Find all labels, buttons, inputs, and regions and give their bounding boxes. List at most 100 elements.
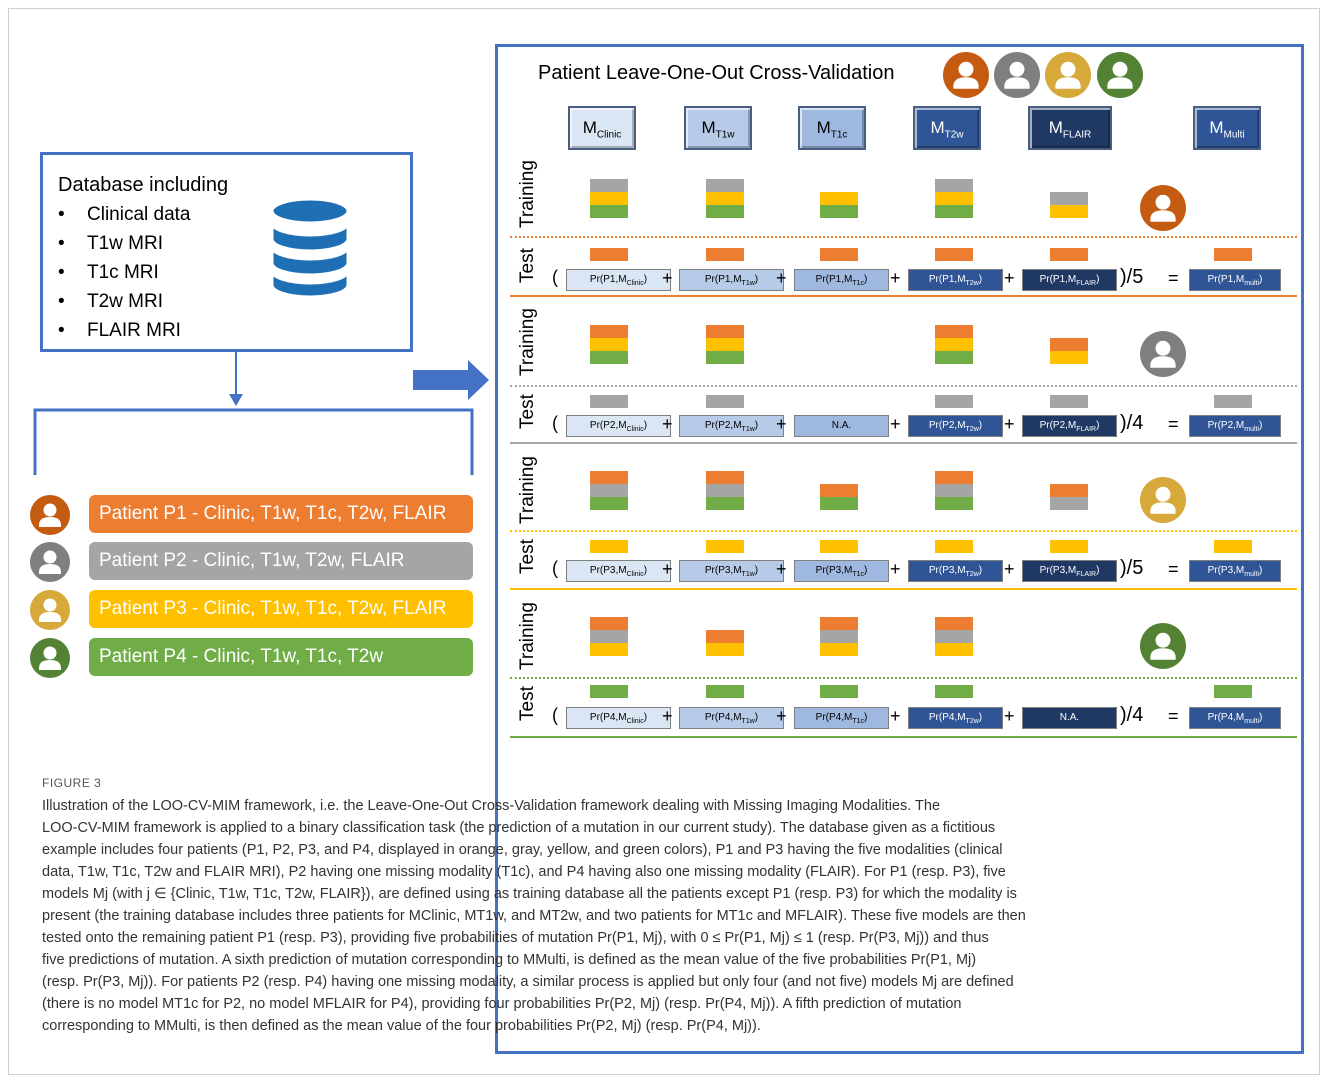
training-sample-bar — [706, 484, 744, 497]
model-box-clinic: MClinic — [568, 106, 636, 150]
training-sample-bar — [706, 325, 744, 338]
equals-sign: = — [1168, 268, 1179, 288]
training-sample-bar — [935, 325, 973, 338]
probability-box: Pr(P1,MT2w) — [908, 269, 1003, 291]
divisor: )/5 — [1120, 557, 1144, 579]
multi-result-box: Pr(P1,Mmulti) — [1189, 269, 1281, 291]
divisor: )/4 — [1120, 412, 1144, 434]
probability-box: Pr(P2,MClinic) — [566, 415, 671, 437]
training-label: Training — [517, 602, 538, 670]
training-sample-bar — [935, 643, 973, 656]
caption-line: tested onto the remaining patient P1 (re… — [42, 930, 989, 946]
training-sample-bar — [1050, 338, 1088, 351]
training-sample-bar — [935, 630, 973, 643]
header-patient-avatar — [1097, 52, 1143, 103]
caption-line: LOO-CV-MIM framework is applied to a bin… — [42, 820, 996, 836]
training-sample-bar — [590, 205, 628, 218]
model-box-t1w: MT1w — [684, 106, 752, 150]
training-sample-bar — [820, 630, 858, 643]
training-sample-bar — [590, 179, 628, 192]
test-sample-bar — [820, 248, 858, 261]
caption-line: models Mj (with j ∈ {Clinic, T1w, T1c, T… — [42, 886, 1017, 902]
probability-box: Pr(P1,MFLAIR) — [1022, 269, 1117, 291]
divisor: )/5 — [1120, 266, 1144, 288]
test-sample-bar — [706, 395, 744, 408]
row-separator — [510, 736, 1297, 738]
database-item: •T1c MRI — [58, 262, 159, 283]
plus-sign: + — [662, 706, 673, 726]
training-sample-bar — [590, 643, 628, 656]
probability-box: Pr(P3,MFLAIR) — [1022, 560, 1117, 582]
test-sample-bar — [1214, 685, 1252, 698]
equals-sign: = — [1168, 414, 1179, 434]
test-sample-bar — [590, 540, 628, 553]
row-separator — [510, 588, 1297, 590]
open-paren: ( — [552, 413, 558, 433]
multi-result-box: Pr(P3,Mmulti) — [1189, 560, 1281, 582]
probability-box: Pr(P3,MClinic) — [566, 560, 671, 582]
training-label: Training — [517, 160, 538, 228]
plus-sign: + — [1004, 268, 1015, 288]
database-item: •T2w MRI — [58, 291, 163, 312]
patient-bar-p2: Patient P2 - Clinic, T1w, T2w, FLAIR — [89, 542, 473, 580]
caption-line: example includes four patients (P1, P2, … — [42, 842, 1003, 858]
test-label: Test — [517, 686, 538, 721]
equals-sign: = — [1168, 706, 1179, 726]
open-paren: ( — [552, 705, 558, 725]
plus-sign: + — [890, 268, 901, 288]
training-sample-bar — [935, 205, 973, 218]
panel-title: Patient Leave-One-Out Cross-Validation — [538, 62, 895, 84]
training-sample-bar — [590, 630, 628, 643]
patient-avatar-icon — [30, 590, 70, 635]
plus-sign: + — [1004, 414, 1015, 434]
caption-line: present (the training database includes … — [42, 908, 1026, 924]
header-patient-avatar — [943, 52, 989, 103]
user-icon — [943, 52, 989, 98]
test-sample-bar — [935, 395, 973, 408]
patient-bar-p1: Patient P1 - Clinic, T1w, T1c, T2w, FLAI… — [89, 495, 473, 533]
training-sample-bar — [935, 471, 973, 484]
test-label: Test — [517, 394, 538, 429]
multi-result-box: Pr(P2,Mmulti) — [1189, 415, 1281, 437]
model-box-flair: MFLAIR — [1028, 106, 1112, 150]
model-letter: M — [582, 118, 597, 137]
plus-sign: + — [1004, 559, 1015, 579]
user-icon — [1140, 185, 1186, 231]
plus-sign: + — [776, 414, 787, 434]
database-title: Database including — [58, 174, 229, 196]
test-sample-bar — [1214, 540, 1252, 553]
multi-result-box: Pr(P4,Mmulti) — [1189, 707, 1281, 729]
training-sample-bar — [706, 192, 744, 205]
training-sample-bar — [935, 617, 973, 630]
database-box — [40, 152, 413, 352]
plus-sign: + — [890, 559, 901, 579]
header-patient-avatar — [1045, 52, 1091, 103]
plus-sign: + — [776, 706, 787, 726]
training-sample-bar — [706, 630, 744, 643]
test-sample-bar — [590, 685, 628, 698]
user-icon — [1045, 52, 1091, 98]
training-sample-bar — [935, 192, 973, 205]
training-sample-bar — [1050, 351, 1088, 364]
model-subscript: T1w — [715, 129, 735, 141]
caption-line: (resp. Pr(P3, Mj)). For patients P2 (res… — [42, 974, 1014, 990]
probability-box: Pr(P1,MClinic) — [566, 269, 671, 291]
training-sample-bar — [1050, 205, 1088, 218]
patient-avatar-icon — [30, 542, 70, 587]
probability-box: Pr(P4,MT1c) — [794, 707, 889, 729]
caption-line: five predictions of mutation. A sixth pr… — [42, 952, 977, 968]
row-patient-avatar — [1140, 477, 1186, 528]
test-sample-bar — [1050, 540, 1088, 553]
test-sample-bar — [935, 540, 973, 553]
training-sample-bar — [820, 643, 858, 656]
row-patient-avatar — [1140, 185, 1186, 236]
train-test-divider — [510, 677, 1297, 679]
model-letter: M — [1048, 118, 1063, 137]
figure-frame — [8, 8, 1320, 1075]
training-sample-bar — [935, 338, 973, 351]
caption-line: (there is no model MT1c for P2, no model… — [42, 996, 962, 1012]
model-letter: M — [1209, 118, 1224, 137]
training-sample-bar — [935, 497, 973, 510]
user-icon — [30, 638, 70, 678]
training-sample-bar — [590, 338, 628, 351]
